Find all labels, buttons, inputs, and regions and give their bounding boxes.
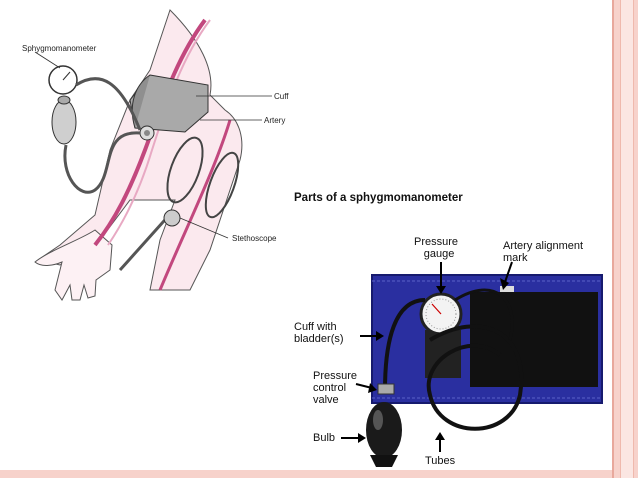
label-cuff-with-bladder: Cuff with bladder(s) <box>294 321 344 345</box>
slide-border-bottom <box>0 470 612 478</box>
label-pressure-gauge: Pressure gauge <box>414 236 459 260</box>
label-pressure-control-valve: Pressure control valve <box>313 370 358 406</box>
slide-border <box>612 0 638 478</box>
label-tubes: Tubes <box>425 455 456 467</box>
label-bulb: Bulb <box>313 432 336 444</box>
label-cuff: Cuff <box>274 92 289 101</box>
label-artery-alignment-mark: Artery alignment mark <box>503 240 584 264</box>
diagram-title: Parts of a sphygmomanometer <box>294 192 463 204</box>
label-stethoscope: Stethoscope <box>232 234 277 243</box>
label-sphygmomanometer: Sphygmomanometer <box>22 44 97 53</box>
label-artery: Artery <box>264 116 286 125</box>
